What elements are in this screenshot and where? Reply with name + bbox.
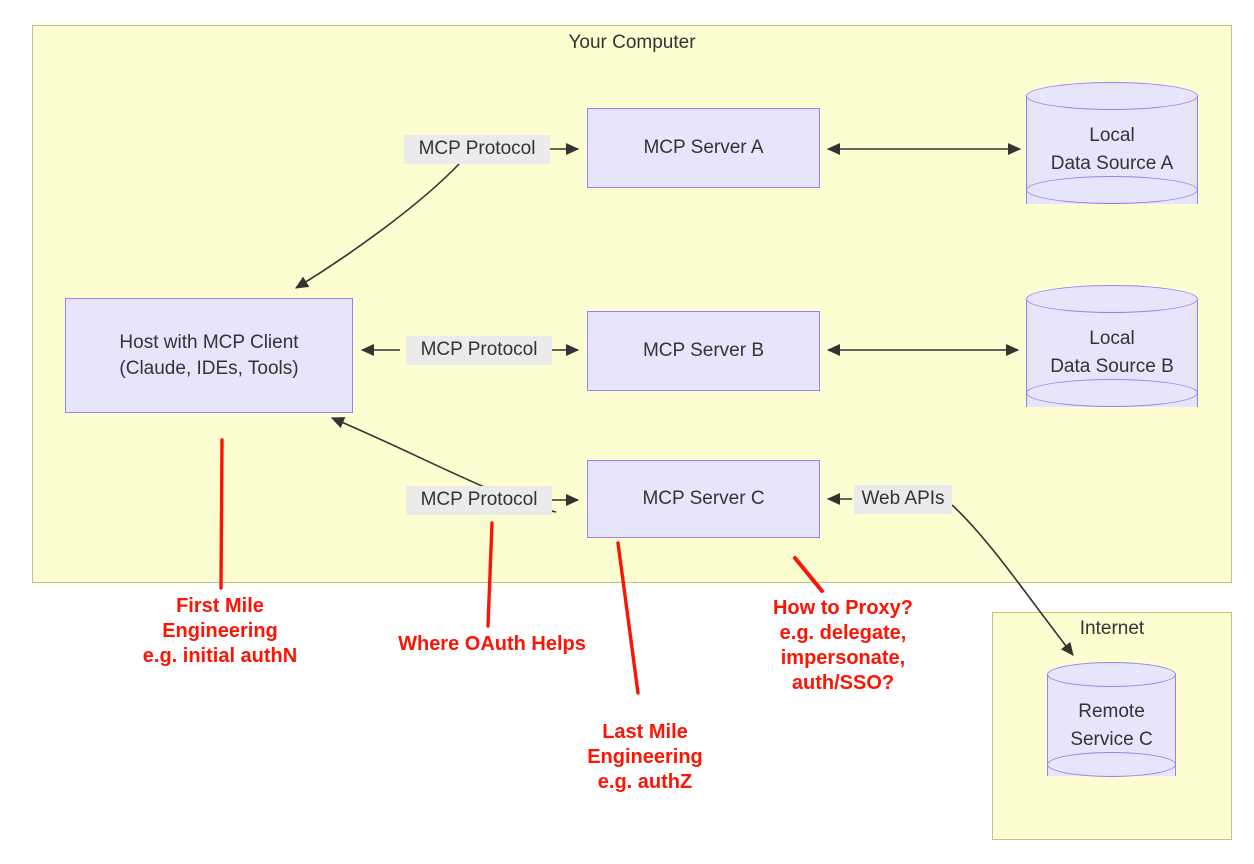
node-server-a-label: MCP Server A xyxy=(643,137,764,158)
node-host-label-line2: (Claude, IDEs, Tools) xyxy=(119,357,299,379)
data-source-b-top xyxy=(1026,285,1198,313)
edge-label-mcp-protocol-a: MCP Protocol xyxy=(404,135,550,164)
remote-service-c-top xyxy=(1047,662,1176,687)
remote-service-c-label: Remote Service C xyxy=(1047,662,1176,790)
container-internet-title: Internet xyxy=(1079,618,1145,639)
data-source-a-bottom xyxy=(1026,176,1198,204)
edge-label-mcp-protocol-c: MCP Protocol xyxy=(406,486,552,515)
annotation-last-mile: Last Mile Engineering e.g. authZ xyxy=(587,721,703,793)
data-source-a-label-line1: Local xyxy=(1089,125,1135,146)
remote-service-c-label-line1: Remote xyxy=(1078,701,1145,722)
node-server-b-label: MCP Server B xyxy=(642,340,765,361)
data-source-a-top xyxy=(1026,82,1198,110)
data-source-a-label: Local Data Source A xyxy=(1026,82,1198,218)
data-source-b-label-line2: Data Source B xyxy=(1050,356,1174,377)
node-data-source-b[interactable]: Local Data Source B xyxy=(1026,285,1198,421)
node-data-source-a[interactable]: Local Data Source A xyxy=(1026,82,1198,218)
data-source-b-label: Local Data Source B xyxy=(1026,285,1198,421)
node-server-b[interactable]: MCP Server B xyxy=(587,311,820,391)
data-source-b-label-line1: Local xyxy=(1089,328,1135,349)
edge-label-web-apis: Web APIs xyxy=(854,485,952,514)
data-source-b-bottom xyxy=(1026,379,1198,407)
annotation-how-to-proxy: How to Proxy? e.g. delegate, impersonate… xyxy=(772,597,913,694)
annotation-first-mile: First Mile Engineering e.g. initial auth… xyxy=(142,595,298,667)
remote-service-c-bottom xyxy=(1047,752,1176,777)
remote-service-c-label-line2: Service C xyxy=(1070,729,1153,750)
node-host[interactable]: Host with MCP Client (Claude, IDEs, Tool… xyxy=(65,298,353,413)
node-host-label-line1: Host with MCP Client xyxy=(119,331,299,353)
annotation-where-oauth-helps: Where OAuth Helps xyxy=(398,633,586,655)
data-source-a-label-line2: Data Source A xyxy=(1050,153,1174,174)
node-server-c-label: MCP Server C xyxy=(642,488,765,509)
edge-label-mcp-protocol-b: MCP Protocol xyxy=(406,336,552,365)
node-remote-service-c[interactable]: Remote Service C xyxy=(1047,662,1176,790)
node-server-c[interactable]: MCP Server C xyxy=(587,460,820,538)
container-your-computer-title: Your Computer xyxy=(568,32,696,53)
node-server-a[interactable]: MCP Server A xyxy=(587,108,820,188)
